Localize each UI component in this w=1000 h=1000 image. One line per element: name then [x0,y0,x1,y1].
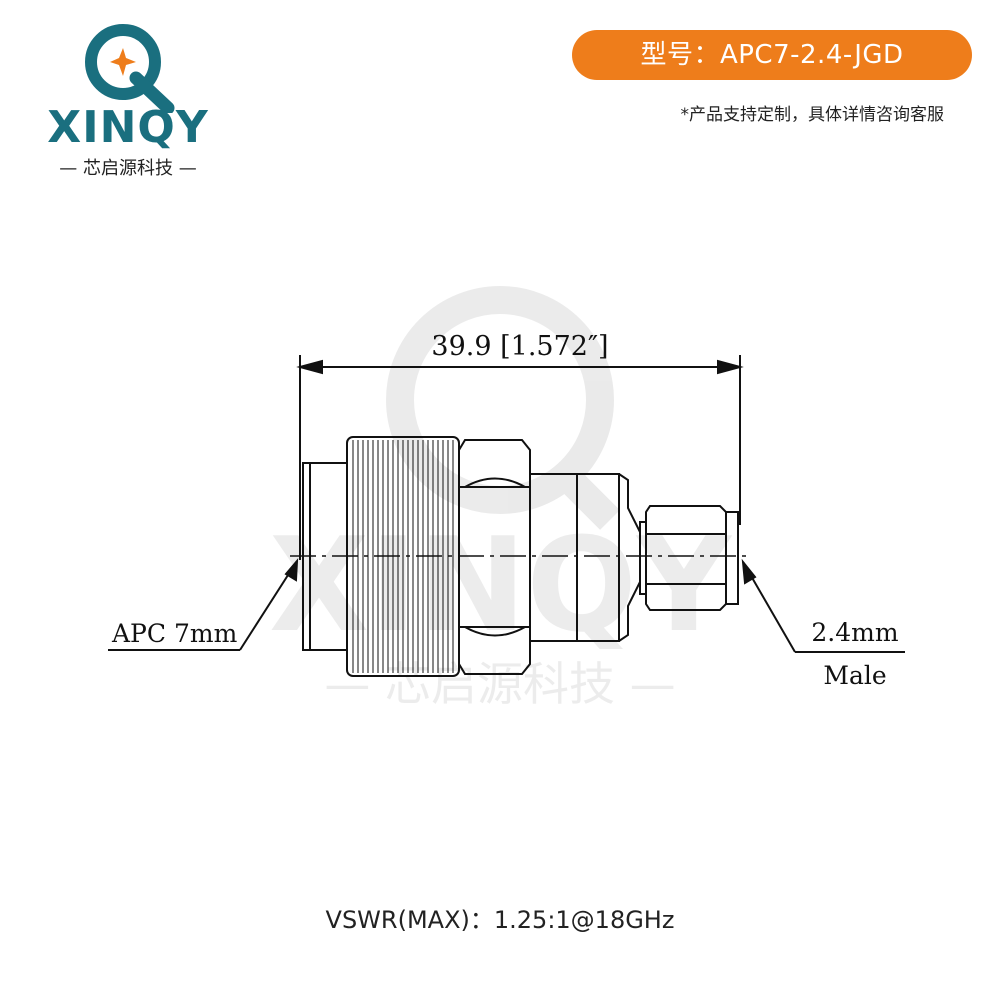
logo-wordmark: XINQY [47,102,209,153]
logo-q-icon [85,24,175,115]
brand-logo: XINQY — 芯启源科技 — [18,18,228,179]
logo-subtitle: — 芯启源科技 — [59,158,197,179]
leader-left [108,558,299,651]
body-sleeve [529,473,641,642]
hex-body [458,439,531,675]
male-hex-nut [639,505,739,611]
male-size-label: 2.4mm [811,618,898,647]
overall-dimension [296,355,744,560]
overall-length-label: 39.9 [1.572″] [431,331,608,362]
model-badge: 型号：APC7-2.4-JGD [572,30,972,80]
leader-right [741,558,905,653]
customization-note: *产品支持定制，具体详情咨询客服 [680,105,945,125]
vswr-spec: VSWR(MAX)：1.25:1@18GHz [325,906,675,934]
coupling-nut [346,436,460,677]
apc7-label: APC 7mm [111,619,238,648]
male-gender-label: Male [823,661,886,690]
